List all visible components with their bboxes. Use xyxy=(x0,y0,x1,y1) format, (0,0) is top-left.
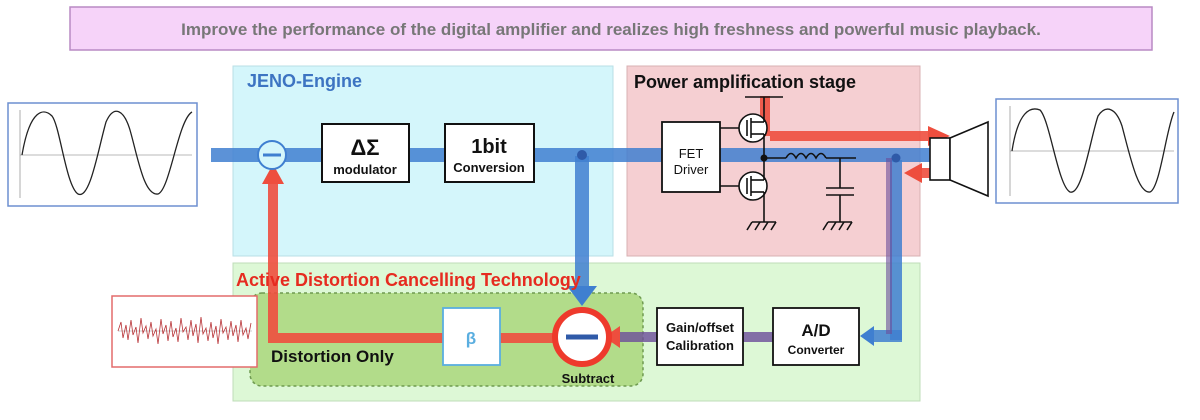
power-red-upper xyxy=(760,96,770,136)
beta-block: β xyxy=(442,307,501,366)
speaker-icon xyxy=(929,120,989,198)
banner-text: Improve the performance of the digital a… xyxy=(181,20,1041,39)
input-waveform-panel xyxy=(7,102,198,207)
reference-arrow-head xyxy=(567,286,597,306)
power-node-dot-a xyxy=(760,154,768,162)
delta-sigma-symbol: ΔΣ xyxy=(350,135,379,160)
fet-driver-line1: FET xyxy=(679,146,704,161)
power-red-return-head xyxy=(904,163,922,183)
power-stage-title: Power amplification stage xyxy=(634,72,856,92)
signal-junction-dot xyxy=(577,150,587,160)
one-bit-title: 1bit xyxy=(471,136,507,158)
output-tap-path xyxy=(890,160,902,340)
fet-driver-line2: Driver xyxy=(674,162,709,177)
one-bit-block: 1bit Conversion xyxy=(444,123,535,183)
adc-block: A/D Converter xyxy=(772,307,860,366)
adc-label: Converter xyxy=(788,343,845,357)
subtract-label: Subtract xyxy=(562,371,615,386)
reference-blue-path xyxy=(575,156,589,292)
adc-to-gain-path xyxy=(743,332,773,342)
subtract-node xyxy=(552,307,612,367)
banner xyxy=(69,6,1153,51)
adc-title: A/D xyxy=(801,321,830,340)
jeno-engine-title: JENO-Engine xyxy=(247,71,362,91)
beta-symbol: β xyxy=(466,329,476,348)
output-waveform-panel xyxy=(995,98,1179,204)
power-node-dot-b xyxy=(891,153,901,163)
output-tap-purple xyxy=(886,158,892,334)
gain-to-subtract-path xyxy=(608,332,658,342)
feedback-arrow-head xyxy=(262,164,284,184)
mosfet-schematic xyxy=(720,96,856,231)
one-bit-label: Conversion xyxy=(453,160,525,175)
fet-driver-block: FET Driver xyxy=(661,121,721,193)
distortion-noise-panel xyxy=(111,295,258,368)
power-red-out xyxy=(770,131,930,141)
adc-arrow-head xyxy=(860,326,874,346)
input-sum-node xyxy=(257,140,287,170)
delta-sigma-label: modulator xyxy=(333,162,397,177)
output-tap-to-adc xyxy=(872,330,902,342)
gain-offset-block: Gain/offset Calibration xyxy=(656,307,744,366)
delta-sigma-block: ΔΣ modulator xyxy=(321,123,410,183)
gain-offset-line2: Calibration xyxy=(666,338,734,353)
adc-technology-title: Active Distortion Cancelling Technology xyxy=(236,270,581,290)
gain-offset-line1: Gain/offset xyxy=(666,320,735,335)
distortion-only-label: Distortion Only xyxy=(271,347,394,366)
